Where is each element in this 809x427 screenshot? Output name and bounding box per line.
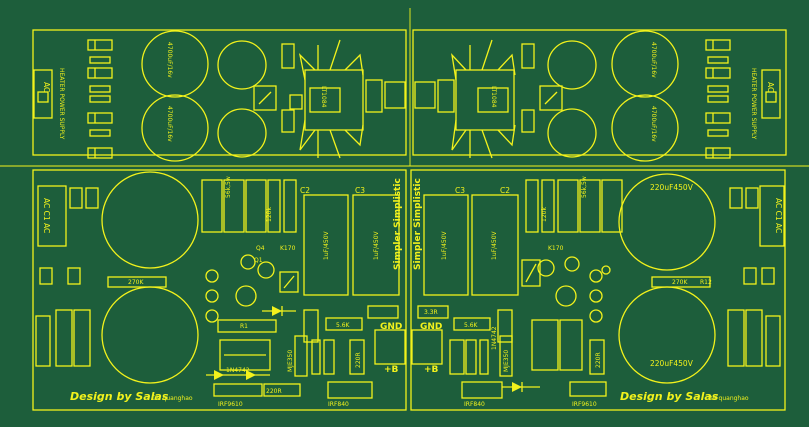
heatsink-left: LT1084 [298,39,364,159]
gnd-label-left: GND [380,322,402,332]
film-cap-c3-right [423,194,469,296]
svg-text:4700uF/16v: 4700uF/16v [650,106,657,142]
irf-label-a: IRF9610 [218,401,243,408]
film-cap-c3-left [352,194,400,296]
svg-text:5.6K: 5.6K [336,322,351,329]
svg-text:Q4: Q4 [256,245,265,252]
cap-c1-top-left [101,171,199,269]
svg-text:1uF/450V: 1uF/450V [491,230,498,260]
svg-text:270K: 270K [672,279,688,286]
svg-text:220R: 220R [355,352,362,368]
heatsink-right: LT1084 [451,39,516,159]
ac-c1-ac-left: AC C1 AC [42,198,51,233]
svg-text:4700uF/16v: 4700uF/16v [650,42,657,78]
cap-220-label-top: 220uF450V [650,183,694,192]
svg-text:56k,5w: 56k,5w [581,176,588,198]
amp-board-left: AC C1 AC 270K 56k,5w 120k 1uF/450V 1uF/4… [35,171,406,408]
simpler-label-right: Simpler Simplistic [413,178,423,270]
svg-text:LT1084: LT1084 [320,86,327,108]
svg-text:1uF/450V: 1uF/450V [373,230,380,260]
svg-text:C2: C2 [300,186,310,195]
simpler-label-left: Simpler Simplistic [393,178,403,270]
irf-label-d: IRF9610 [572,401,597,408]
cap-4700-c6 [141,94,209,162]
svg-text:1N4742: 1N4742 [226,367,250,374]
heater-supply-right: LT1084 4700uF/16v 4700uF/16v AC HEATER P… [414,30,781,162]
svg-text:R12: R12 [700,279,712,286]
svg-text:3.3R: 3.3R [424,309,438,316]
dv-label-left: DV quanghao [152,395,193,402]
board-top-left-outline [32,29,407,156]
amp-board-right: Simpler Simplistic 1uF/450V 1uF/450V C3 … [411,173,785,408]
ac-c1-ac-right: AC C1 AC [774,198,783,233]
cap-c5 [217,108,267,158]
svg-text:220R: 220R [595,352,602,368]
svg-text:LT1084: LT1084 [490,86,497,108]
svg-text:K170: K170 [548,245,564,252]
cap-220-top-right [618,173,716,271]
dv-label-right: DV quanghao [708,395,749,402]
svg-text:220R: 220R [266,388,282,395]
svg-text:C3: C3 [455,186,465,195]
heater-supply-left: AC HEATER POWER SUPPLY 4700uF/16v 4700uF… [33,30,406,162]
board-bottom-left-outline [32,169,407,411]
svg-text:120k: 120k [266,207,273,222]
board-bottom-right-outline [410,169,786,411]
svg-text:270K: 270K [128,279,144,286]
heater-label-right: HEATER POWER SUPPLY [750,68,757,140]
svg-text:MJE350: MJE350 [503,350,510,372]
ac-label-right: AC [766,82,775,92]
cap-4700-c4 [141,30,209,98]
plusb-label-right: +B [424,365,439,375]
film-cap-c2-left [303,194,349,296]
design-by-right: Design by Salas [620,390,719,403]
ac-label-left: AC [42,82,51,92]
plusb-label-left: +B [384,365,399,375]
svg-text:5.6K: 5.6K [464,322,479,329]
svg-text:MJE350: MJE350 [287,350,294,372]
svg-text:56k,5w: 56k,5w [225,176,232,198]
svg-text:K170: K170 [280,245,296,252]
svg-text:4700uF/16v: 4700uF/16v [166,42,173,78]
svg-text:1N4742: 1N4742 [491,326,498,350]
film-cap-c2-right [471,194,519,296]
svg-text:C3: C3 [355,186,365,195]
svg-text:R1: R1 [240,323,248,330]
cap-220-label-bot: 220uF450V [650,359,694,368]
svg-text:120k: 120k [541,207,548,222]
heater-label-left: HEATER POWER SUPPLY [58,68,65,140]
cap-c3 [217,40,267,90]
irf-label-c: IRF840 [464,401,485,408]
irf-label-b: IRF840 [328,401,349,408]
svg-text:4700uF/16v: 4700uF/16v [166,106,173,142]
svg-text:C2: C2 [500,186,510,195]
design-by-left: Design by Salas [70,390,169,403]
cap-c1-bot-left [101,286,199,384]
board-top-right-outline [412,29,787,156]
cap-220-bot-right [618,286,716,384]
svg-text:Q1: Q1 [254,257,263,264]
svg-text:1uF/450V: 1uF/450V [441,230,448,260]
gnd-label-right: GND [420,322,442,332]
svg-text:1uF/450V: 1uF/450V [323,230,330,260]
